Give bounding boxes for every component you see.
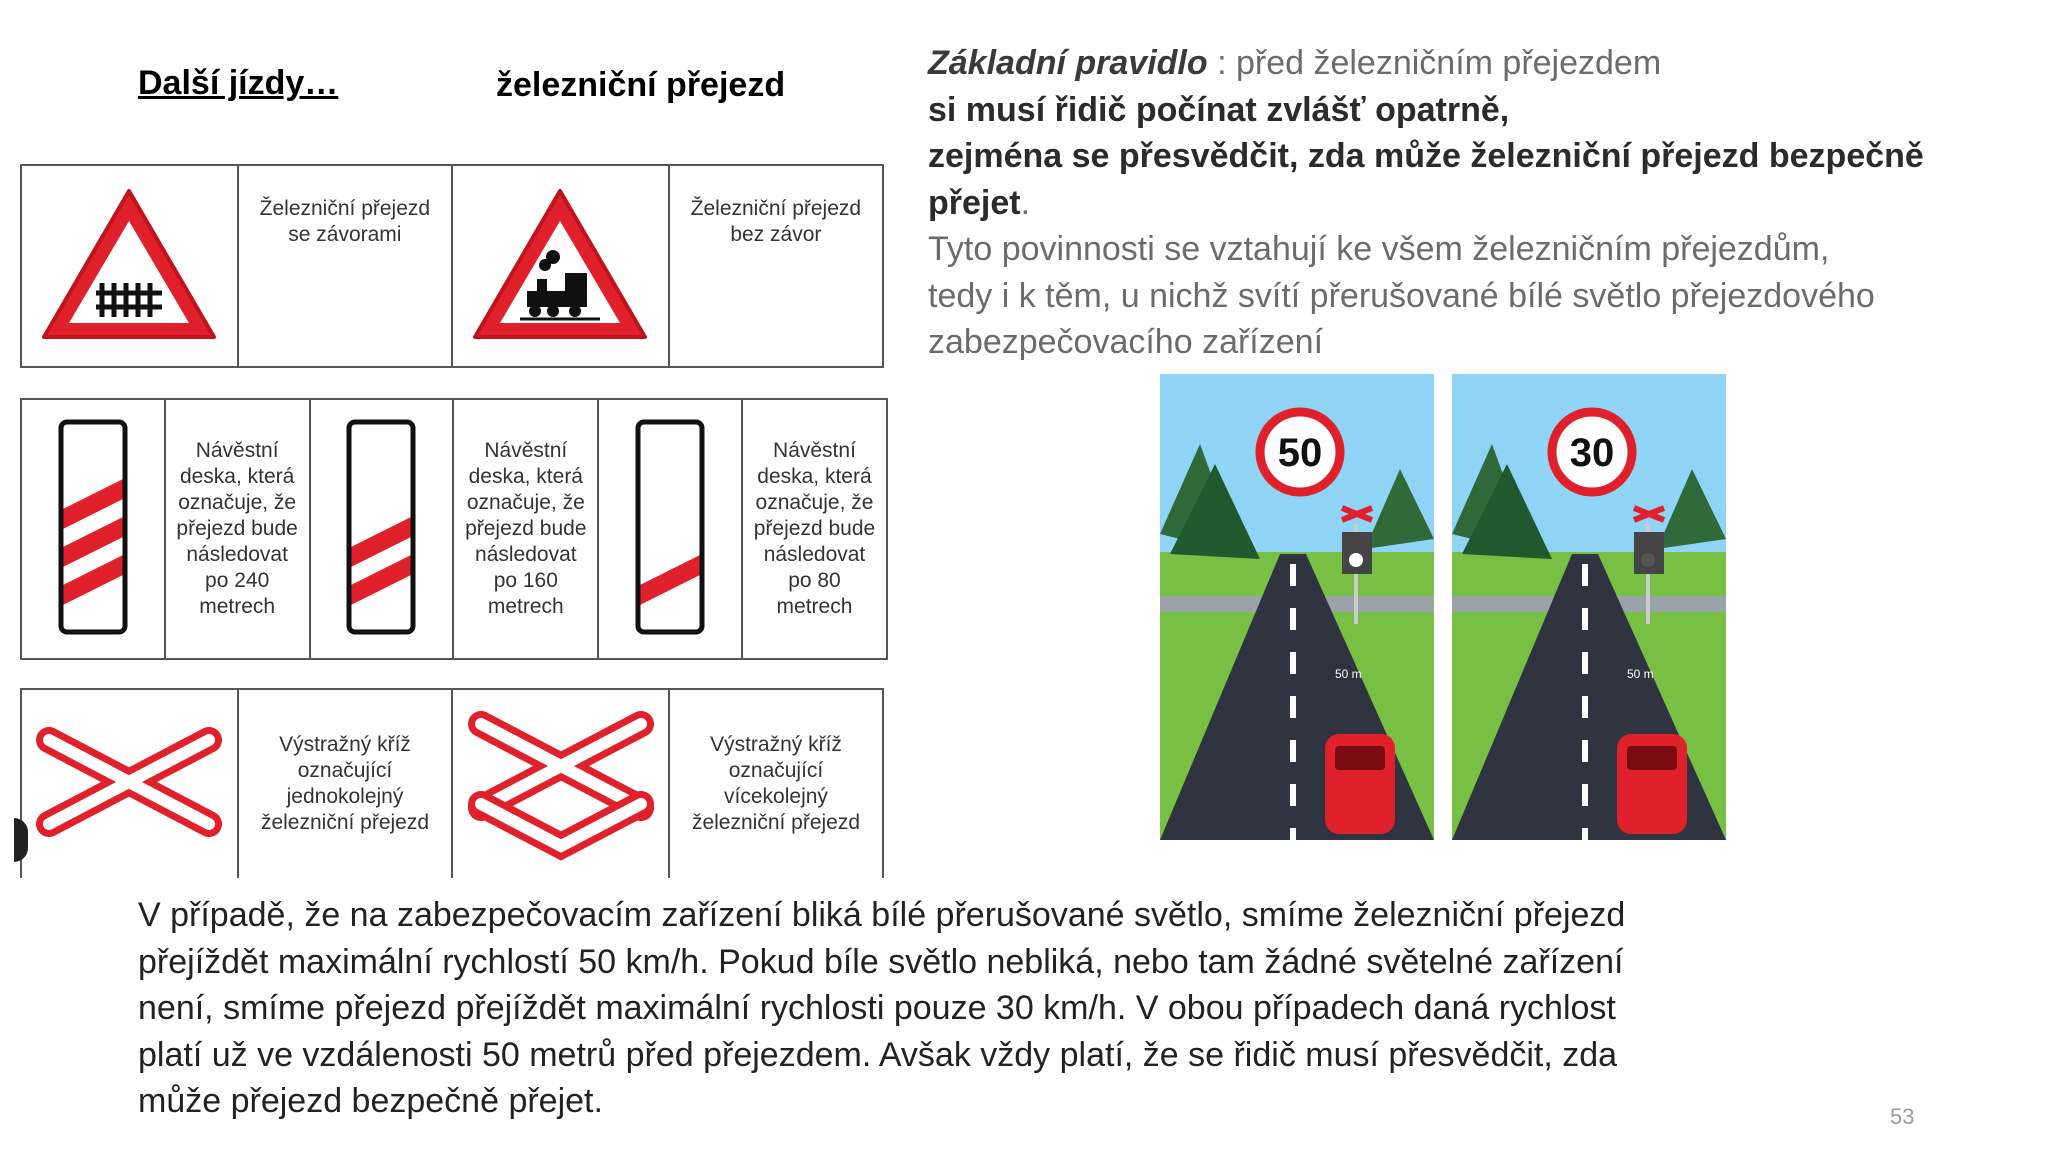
- board-cell: [20, 398, 166, 660]
- crossing-signs-table: Železniční přejezd se závorami Železničn…: [20, 164, 885, 368]
- countdown-board-3-stripes-icon: [58, 419, 128, 634]
- cross-caption: Výstražný kříž označující jednokolejný ž…: [260, 733, 430, 834]
- rule-line-3-end: .: [1020, 183, 1031, 222]
- sign-caption: Železniční přejezd se závorami: [259, 197, 431, 246]
- basic-rule-text: Základní pravidlo : před železničním pře…: [928, 40, 2008, 366]
- cross-caption: Výstražný kříž označující vícekolejný že…: [691, 733, 861, 834]
- sign-caption-cell: Železniční přejezd se závorami: [236, 164, 453, 368]
- rule-line-4: Tyto povinnosti se vztahují ke všem žele…: [928, 230, 1830, 268]
- paragraph-line: může přejezd bezpečně přejet.: [138, 1082, 603, 1120]
- paragraph-line: není, smíme přejezd přejíždět maximální …: [138, 989, 1616, 1027]
- section-subtitle: železniční přejezd: [496, 66, 786, 104]
- rule-line-2: si musí řidič počínat zvlášť opatrně,: [928, 90, 1510, 129]
- countdown-board-2-stripes-icon: [346, 419, 416, 634]
- countdown-boards-table: Návěstní deska, která označuje, že přeje…: [20, 398, 889, 660]
- page-number: 53: [1890, 1104, 1915, 1129]
- cross-caption-cell: Výstražný kříž označující vícekolejný že…: [668, 688, 884, 878]
- rule-intro: : před železničním přejezdem: [1207, 44, 1662, 82]
- board-caption: Návěstní deska, která označuje, že přeje…: [176, 439, 298, 618]
- board-caption-cell: Návěstní deska, která označuje, že přeje…: [163, 398, 311, 660]
- speed-limit-value: 50: [1278, 431, 1323, 475]
- board-caption: Návěstní deska, která označuje, že přeje…: [753, 439, 876, 618]
- distance-label: 50 m: [1627, 667, 1654, 681]
- paragraph-line: platí už ve vzdálenosti 50 metrů před př…: [138, 1035, 1618, 1074]
- board-cell: [308, 398, 455, 660]
- cross-caption-cell: Výstražný kříž označující jednokolejný ž…: [236, 688, 454, 878]
- board-cell: [597, 398, 743, 660]
- paragraph-line: přejíždět maximální rychlostí 50 km/h. P…: [138, 942, 1624, 981]
- cross-cell: [451, 688, 670, 878]
- slide-edge-marker: [14, 818, 28, 862]
- rule-line-5: tedy i k těm, u nichž svítí přerušované …: [928, 276, 1875, 315]
- sign-cell: [450, 164, 670, 368]
- countdown-board-1-stripe-icon: [635, 419, 705, 634]
- multi-track-cross-icon: [467, 710, 654, 861]
- board-caption: Návěstní deska, která označuje, že přeje…: [465, 439, 587, 618]
- section-title: Další jízdy…: [138, 64, 339, 102]
- sign-caption-cell: Železniční přejezd bez závor: [667, 164, 885, 368]
- rule-label: Základní pravidlo: [928, 44, 1208, 82]
- explanation-paragraph: V případě, že na zabezpečovacím zařízení…: [138, 892, 1698, 1125]
- board-caption-cell: Návěstní deska, která označuje, že přeje…: [740, 398, 889, 660]
- cross-cell: [20, 688, 239, 878]
- speed-30-illustration: 30 50 m: [1452, 374, 1726, 840]
- warning-crosses-table: Výstražný kříž označující jednokolejný ž…: [20, 688, 884, 878]
- rule-line-6: zabezpečovacího zařízení: [928, 323, 1324, 361]
- sign-cell: [20, 164, 239, 368]
- paragraph-line: V případě, že na zabezpečovacím zařízení…: [138, 896, 1626, 934]
- crossing-with-barriers-sign-icon: [42, 188, 217, 339]
- single-track-cross-icon: [36, 726, 223, 837]
- sign-caption: Železniční přejezd bez závor: [690, 197, 862, 246]
- rule-line-3: zejména se přesvědčit, zda může železnič…: [928, 137, 1924, 222]
- distance-label: 50 m: [1335, 667, 1362, 681]
- board-caption-cell: Návěstní deska, která označuje, že přeje…: [452, 398, 600, 660]
- crossing-without-barriers-sign-icon: [473, 188, 648, 339]
- speed-50-illustration: 50 50 m: [1160, 374, 1434, 840]
- speed-limit-value: 30: [1570, 431, 1615, 475]
